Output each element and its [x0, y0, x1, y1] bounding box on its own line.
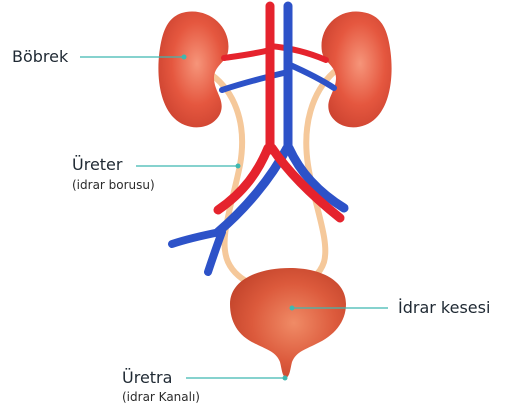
left-iliac-vein-branch — [172, 232, 220, 244]
urethra-sublabel: (idrar Kanalı) — [122, 391, 200, 403]
ureter-label: Üreter — [72, 157, 122, 173]
right-kidney — [321, 11, 391, 127]
bladder-pointer-dot — [290, 306, 295, 311]
kidney-pointer-dot — [182, 55, 187, 60]
left-renal-artery — [224, 50, 270, 58]
urethra-label: Üretra — [122, 370, 172, 386]
kidney-label: Böbrek — [12, 49, 68, 65]
left-renal-vein — [222, 72, 288, 90]
left-kidney — [158, 11, 228, 127]
bladder-label: İdrar kesesi — [398, 300, 490, 316]
ureter-sublabel: (idrar borusu) — [72, 179, 155, 191]
urethra-pointer-dot — [283, 376, 288, 381]
bladder — [230, 268, 346, 378]
right-renal-artery — [270, 46, 326, 60]
ureter-pointer-dot — [236, 164, 241, 169]
